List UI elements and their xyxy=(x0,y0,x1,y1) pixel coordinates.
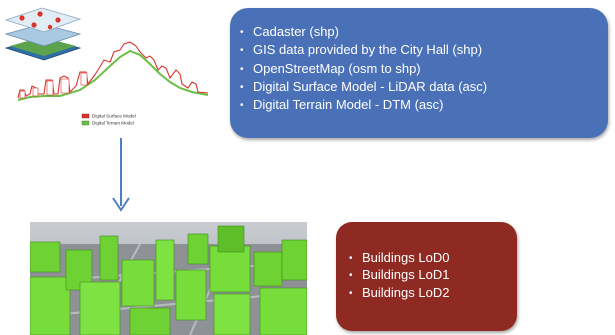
terrain-illustration: Digital Surface Model Digital Terrain Mo… xyxy=(4,7,209,126)
outputs-list: •Buildings LoD0 •Buildings LoD1 •Buildin… xyxy=(336,222,517,302)
surface-legend-swatch xyxy=(81,113,90,119)
data-source-item: •Digital Surface Model - LiDAR data (asc… xyxy=(240,78,488,94)
city-3d-render xyxy=(30,222,307,335)
surface-model-line xyxy=(17,41,209,99)
output-item: •Buildings LoD0 xyxy=(349,250,450,265)
terrain-legend-label: Digital Terrain Model xyxy=(92,121,134,126)
down-arrow xyxy=(112,138,130,212)
data-source-item: •Digital Terrain Model - DTM (asc) xyxy=(240,97,444,113)
data-source-item: •OpenStreetMap (osm to shp) xyxy=(240,60,421,76)
output-item: •Buildings LoD1 xyxy=(349,267,450,283)
gis-layers-icon xyxy=(4,7,82,61)
buildings-icon xyxy=(19,72,88,99)
surface-legend-label: Digital Surface Model xyxy=(92,114,136,119)
terrain-model-line xyxy=(17,49,209,101)
data-source-item: •GIS data provided by the City Hall (shp… xyxy=(240,42,483,58)
terrain-legend-swatch xyxy=(81,120,90,126)
output-item: •Buildings LoD2 xyxy=(349,284,450,300)
model-legend: Digital Surface Model Digital Terrain Mo… xyxy=(81,113,136,126)
data-sources-box: •Cadaster (shp) •GIS data provided by th… xyxy=(230,8,608,138)
outputs-box: •Buildings LoD0 •Buildings LoD1 •Buildin… xyxy=(336,222,517,331)
data-source-item: •Cadaster (shp) xyxy=(240,24,339,39)
building-blocks xyxy=(30,225,307,335)
data-sources-list: •Cadaster (shp) •GIS data provided by th… xyxy=(230,8,608,114)
